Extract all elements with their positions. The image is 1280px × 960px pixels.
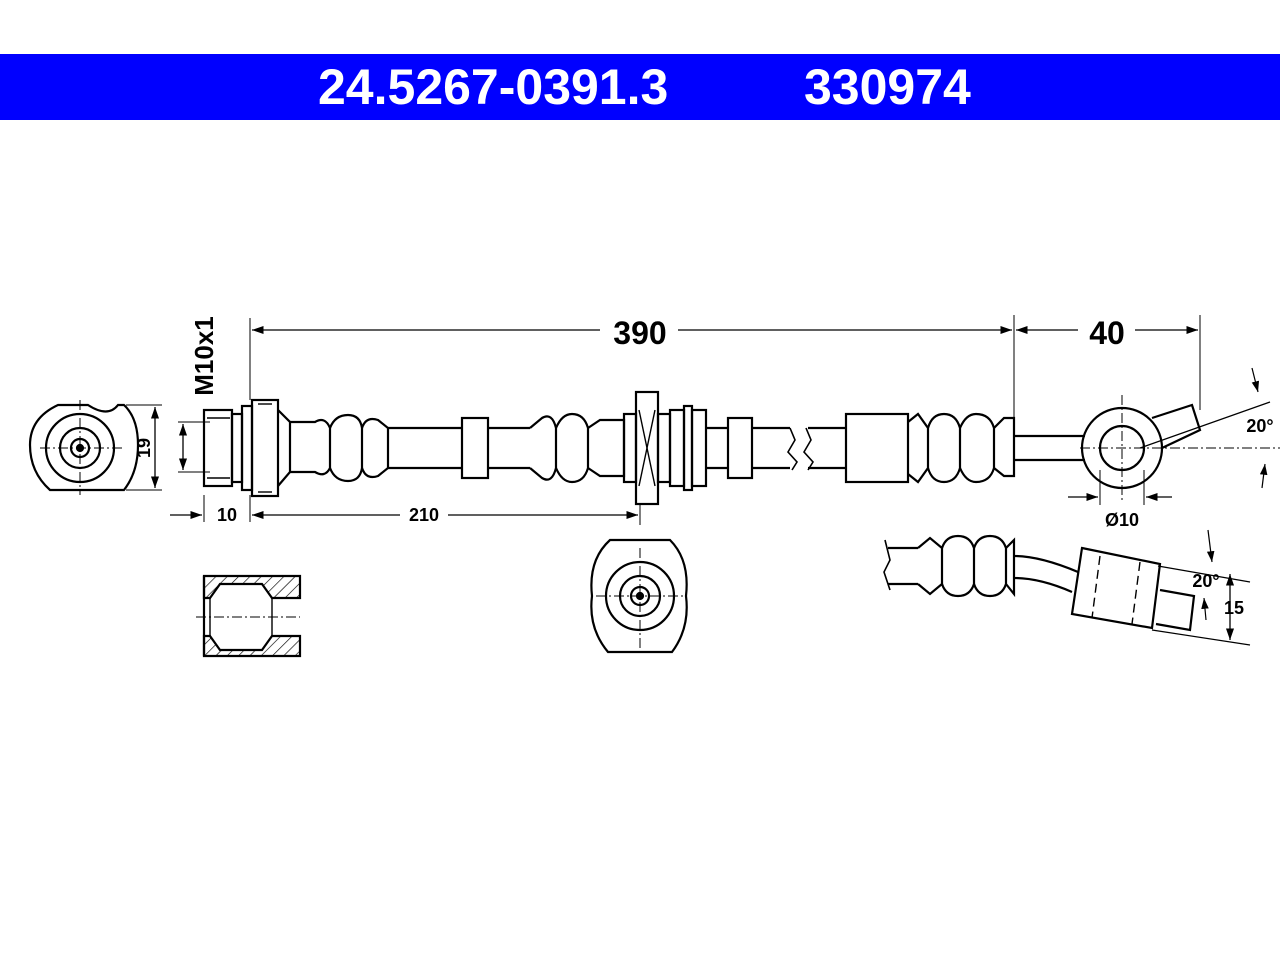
banjo-bore-label: Ø10 xyxy=(1105,510,1139,530)
banjo-end xyxy=(1068,367,1280,505)
length-label: 390 xyxy=(613,315,666,351)
thread-label: M10x1 xyxy=(189,316,219,396)
dimension-lines xyxy=(170,315,1201,525)
mid-bracket xyxy=(622,390,846,506)
banjo-angle-label: 20° xyxy=(1246,416,1273,436)
side-detail-view xyxy=(883,529,1251,646)
hose-body-right xyxy=(844,412,1085,484)
threaded-fitting xyxy=(178,398,292,498)
reference-number: 330974 xyxy=(804,59,971,115)
left-end-view xyxy=(28,400,162,495)
part-number: 24.5267-0391.3 xyxy=(318,59,669,115)
end-length-label: 40 xyxy=(1089,315,1125,351)
thread-length-label: 10 xyxy=(217,505,237,525)
mid-position-label: 210 xyxy=(409,505,439,525)
thread-section-view xyxy=(196,574,302,658)
side-angle-label: 20° xyxy=(1192,571,1219,591)
side-offset-label: 15 xyxy=(1224,598,1244,618)
hose-body-left xyxy=(290,412,626,484)
mid-end-view xyxy=(590,538,688,654)
fitting-height-label: 19 xyxy=(134,438,154,458)
header-bar: 24.5267-0391.3 330974 xyxy=(0,54,1280,120)
